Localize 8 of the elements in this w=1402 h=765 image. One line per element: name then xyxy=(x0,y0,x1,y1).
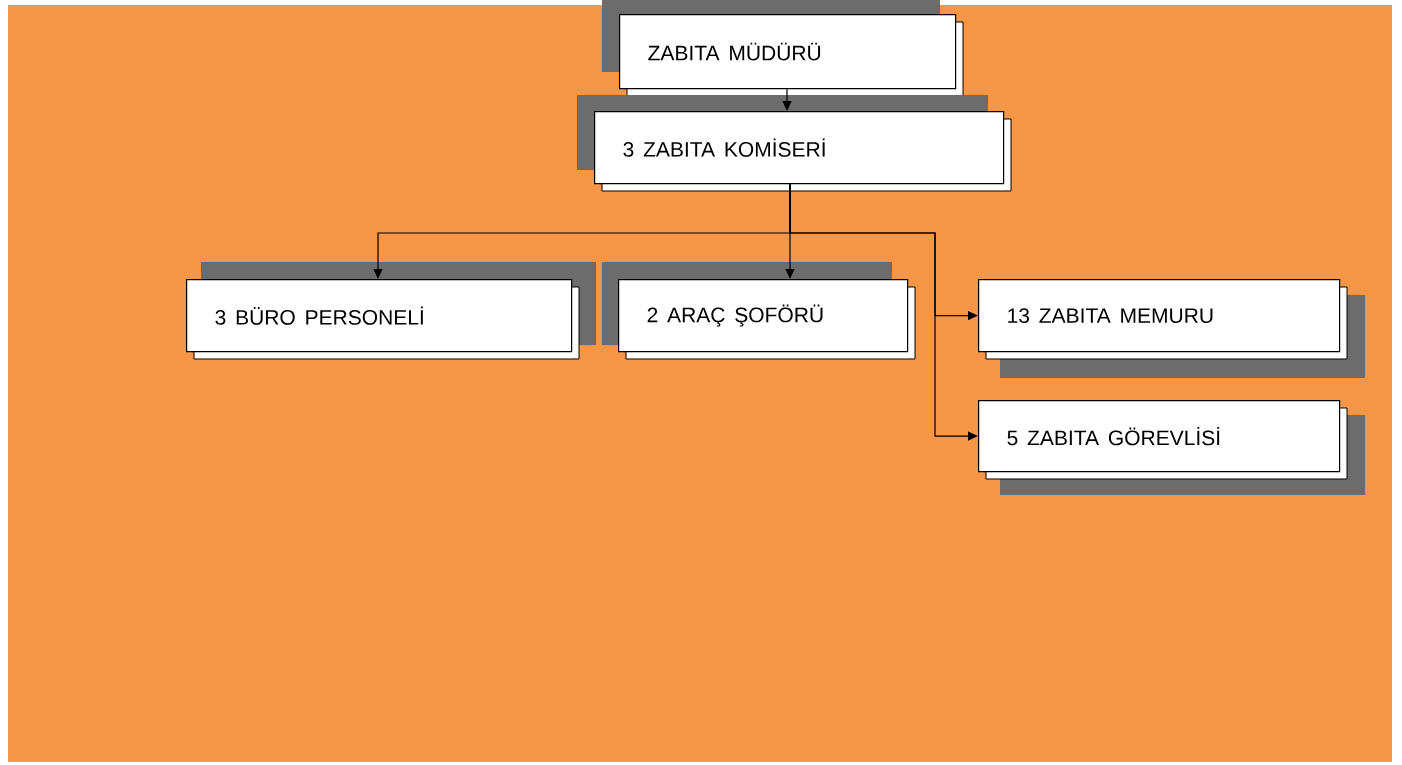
position-box: 3 BÜRO PERSONELİ xyxy=(186,262,596,360)
arrow xyxy=(782,88,792,111)
position-box: ZABITA MÜDÜRÜ xyxy=(602,0,964,97)
position-box: 13 ZABITA MEMURU xyxy=(978,279,1365,378)
position-box: 2 ARAÇ ŞOFÖRÜ xyxy=(602,262,916,360)
position-box: 5 ZABITA GÖREVLİSİ xyxy=(978,400,1365,495)
arrow xyxy=(789,183,978,441)
position-box: 3 ZABITA KOMİSERİ xyxy=(577,95,1012,192)
